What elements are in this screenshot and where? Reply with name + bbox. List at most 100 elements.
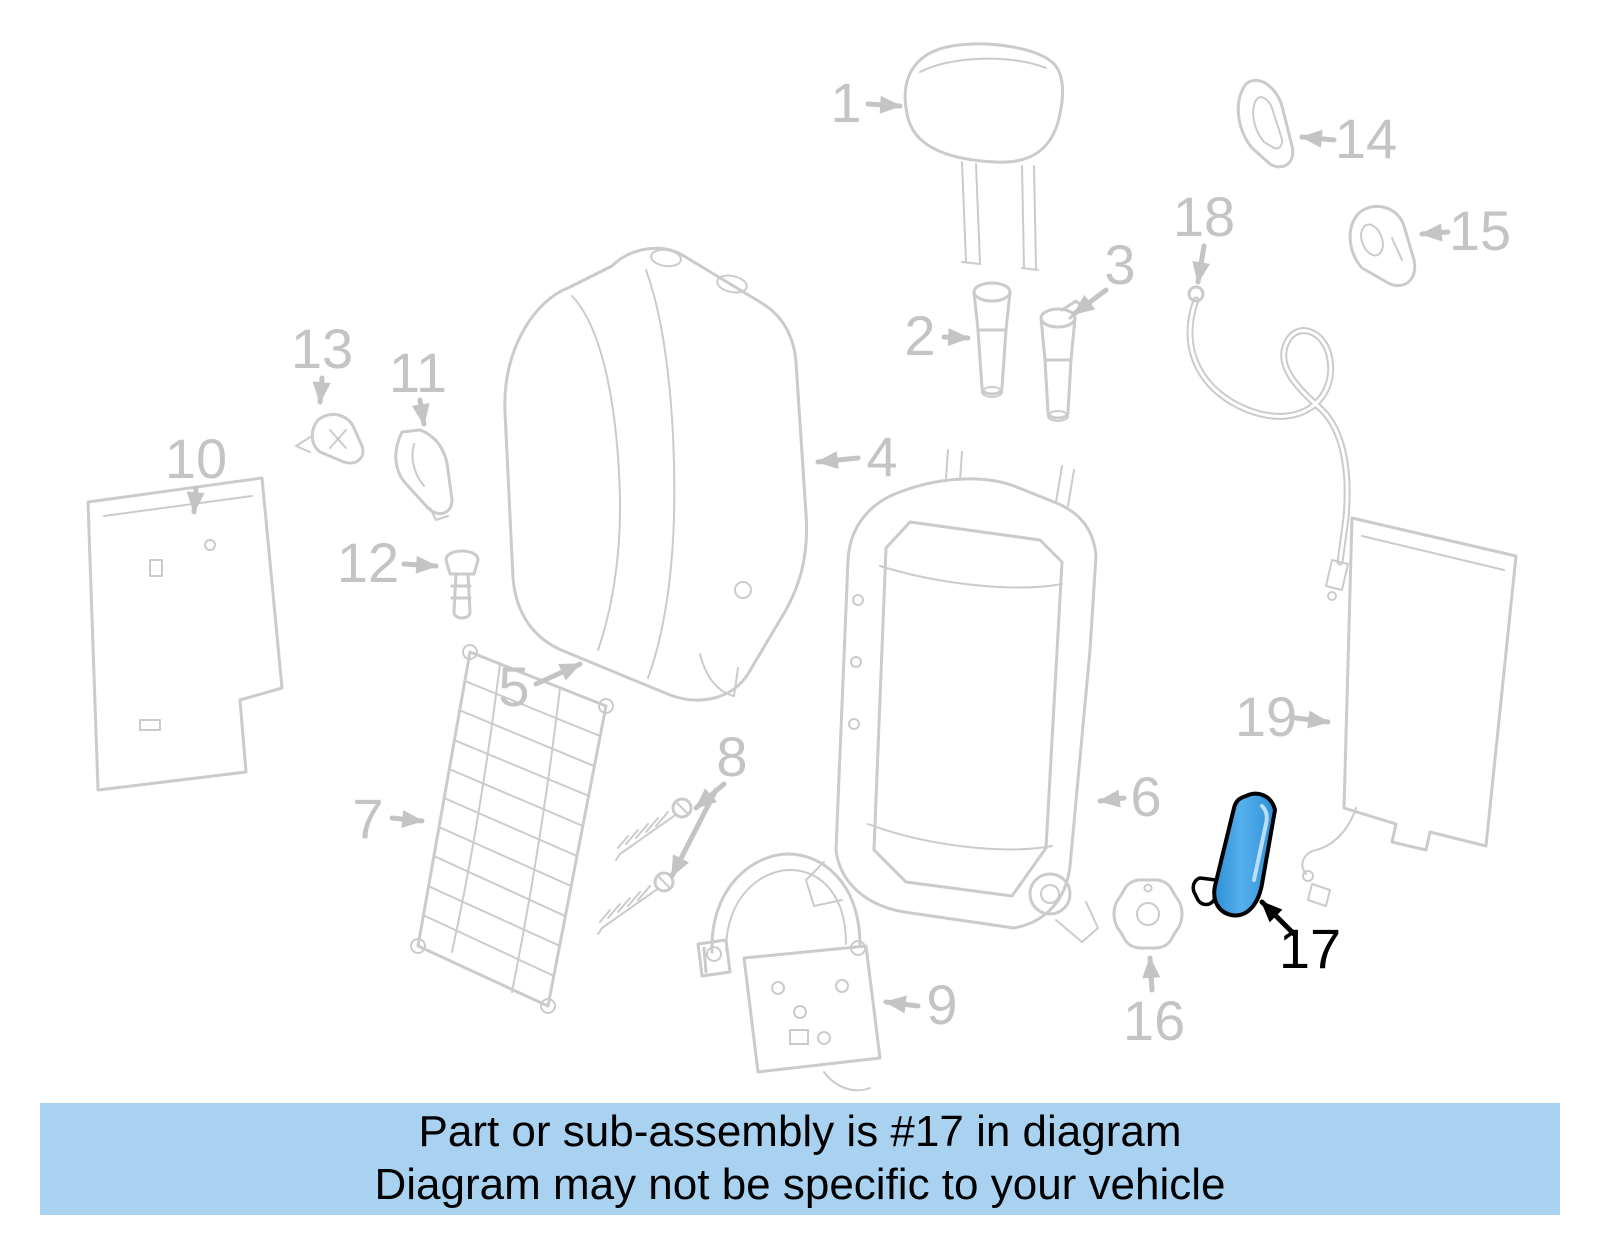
part-18-cable-core xyxy=(1188,298,1349,564)
callout-3-arrow xyxy=(1071,287,1109,317)
part-19-wire-end xyxy=(1302,870,1314,882)
part-7-rungs xyxy=(422,680,601,977)
part-8b-head xyxy=(653,871,675,893)
part-17-gloss xyxy=(1252,804,1269,882)
part-14-outline xyxy=(1236,78,1295,169)
part-18-cable-outer xyxy=(1186,296,1351,566)
part-19-outline xyxy=(1342,516,1518,852)
callout-19-arrow xyxy=(1293,710,1331,729)
callout-5-label: 5 xyxy=(498,655,529,718)
callout-4: 4 xyxy=(815,425,898,488)
part-16-notch xyxy=(1143,883,1153,893)
part-17-recline-lever-highlighted xyxy=(1191,791,1277,918)
callout-14-arrow xyxy=(1299,129,1337,148)
callout-1-label: 1 xyxy=(830,71,861,134)
callout-16-arrow xyxy=(1142,955,1161,993)
part-15-slot xyxy=(1391,237,1403,261)
callout-4-arrow xyxy=(815,451,861,469)
info-banner: Part or sub-assembly is #17 in diagram D… xyxy=(40,1103,1560,1215)
part-8-screw-b xyxy=(597,871,675,935)
part-9-panel-details xyxy=(771,979,871,1092)
callout-6-arrow xyxy=(1097,789,1127,808)
callout-16: 16 xyxy=(1123,955,1185,1052)
callout-2: 2 xyxy=(904,304,971,367)
callout-8-arrow-a xyxy=(693,781,727,811)
callout-18: 18 xyxy=(1173,185,1235,285)
part-12-shaft xyxy=(450,572,472,620)
part-4-seams xyxy=(571,269,739,697)
callout-11-label: 11 xyxy=(389,341,447,404)
part-16-hub xyxy=(1136,902,1160,926)
part-13-outline xyxy=(310,412,365,465)
part-8-screw-a xyxy=(615,797,693,861)
callout-11-arrow xyxy=(411,397,430,427)
callout-19: 19 xyxy=(1235,685,1331,748)
callout-10: 10 xyxy=(165,427,227,515)
callout-8: 8 xyxy=(669,725,748,879)
part-10-back-panel-left xyxy=(86,476,284,792)
part-11-bracket xyxy=(394,428,454,521)
part-18-end-plug xyxy=(1325,559,1349,601)
part-6-holes xyxy=(848,594,864,730)
part-10-outline xyxy=(86,476,284,792)
part-9-wiring-panel xyxy=(696,852,882,1092)
callout-17: 17 xyxy=(1259,899,1341,980)
callout-3-label: 3 xyxy=(1104,233,1135,296)
part-18-end-ring xyxy=(1187,285,1205,303)
callout-4-label: 4 xyxy=(866,425,897,488)
part-2-body xyxy=(972,290,1012,396)
callout-17-label: 17 xyxy=(1279,917,1341,980)
part-9-rivet-right xyxy=(850,940,866,956)
callout-8-arrow-b xyxy=(669,787,719,879)
part-9-connector xyxy=(696,938,732,978)
part-6-pivot-hole xyxy=(1040,884,1060,904)
callout-15-label: 15 xyxy=(1449,199,1511,262)
part-3-body xyxy=(1039,299,1085,420)
callout-9-label: 9 xyxy=(926,973,957,1036)
callout-7-label: 7 xyxy=(352,787,383,850)
part-13-details xyxy=(295,429,347,453)
callout-6-label: 6 xyxy=(1130,765,1161,828)
parts-diagram-svg: 1 2 3 4 5 6 7 8 9 10 11 12 xyxy=(86,42,1518,1092)
part-18-cable xyxy=(1186,285,1351,601)
banner-line-2: Diagram may not be specific to your vehi… xyxy=(374,1160,1226,1209)
banner-line-1: Part or sub-assembly is #17 in diagram xyxy=(418,1107,1182,1157)
part-6-outline xyxy=(834,477,1098,930)
part-12-fastener xyxy=(444,549,480,620)
part-3-headrest-guide-release xyxy=(1039,299,1085,422)
callout-7-arrow xyxy=(389,810,425,828)
part-7-wires xyxy=(451,663,561,993)
part-6-recliner-pivot xyxy=(1028,872,1072,916)
callout-7: 7 xyxy=(352,787,425,850)
callout-2-label: 2 xyxy=(904,304,935,367)
callout-1: 1 xyxy=(830,71,903,134)
part-15-outline xyxy=(1348,204,1417,287)
callout-9: 9 xyxy=(883,973,958,1036)
part-2-headrest-guide xyxy=(972,281,1012,398)
callout-8-label: 8 xyxy=(716,725,747,788)
part-8a-threads xyxy=(615,802,688,861)
part-7-lumbar-mat xyxy=(410,644,614,1014)
part-16-adjuster-knob xyxy=(1112,878,1184,950)
part-19-wire xyxy=(1301,807,1357,907)
callout-9-arrow xyxy=(883,995,921,1014)
callout-18-arrow xyxy=(1192,243,1211,285)
callout-2-arrow xyxy=(941,328,971,347)
part-11-outline xyxy=(394,428,454,516)
callout-17-arrow xyxy=(1259,899,1297,937)
part-15-trim xyxy=(1348,204,1417,287)
callout-10-arrow xyxy=(186,485,205,515)
callout-5: 5 xyxy=(498,655,583,718)
part-2-top xyxy=(972,281,1012,303)
part-14-trim xyxy=(1236,78,1295,169)
callout-12: 12 xyxy=(337,531,439,594)
part-4-hole xyxy=(734,581,752,599)
part-1-outline xyxy=(903,42,1065,164)
callout-12-arrow xyxy=(401,555,439,574)
part-4-outline xyxy=(503,246,809,702)
part-9-strap-outer xyxy=(710,852,862,954)
callout-12-label: 12 xyxy=(337,531,399,594)
part-13-clip xyxy=(295,412,365,465)
callout-1-arrow xyxy=(865,95,903,114)
part-6-seat-frame xyxy=(805,449,1099,943)
